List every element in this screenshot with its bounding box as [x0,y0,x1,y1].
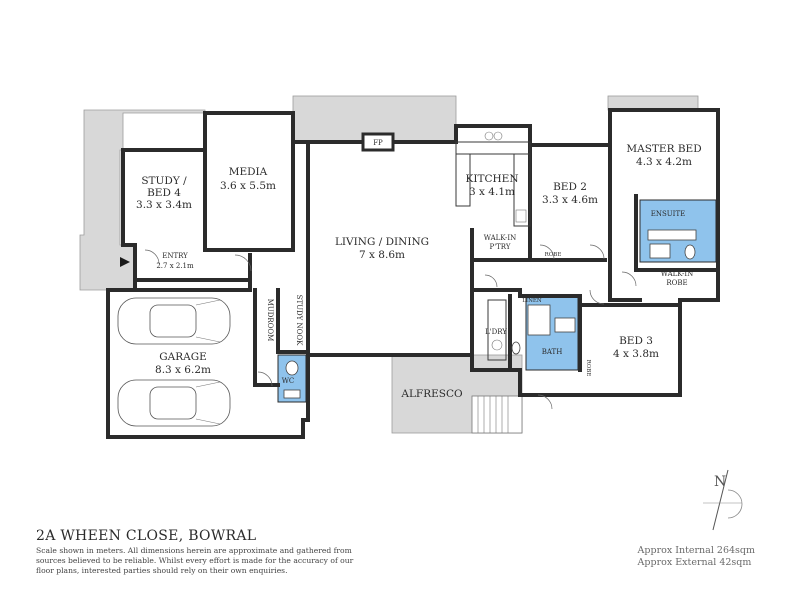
bed2-dims: 3.3 x 4.6m [542,194,598,206]
bed2-label: BED 2 [553,181,587,193]
study-nook-label: STUDY NOOK [295,295,303,346]
kitchen-benches [455,131,531,227]
car-top [117,297,231,345]
study-label: STUDY / [141,175,187,187]
external-area: Approx External 42sqm [637,557,752,568]
compass: N [703,469,743,531]
steps [471,395,523,434]
entry-arrow [120,257,130,267]
entry-label: ENTRY [162,252,188,260]
study-dims: 3.3 x 3.4m [136,199,192,211]
fp-label: FP [373,139,383,147]
garage-dims: 8.3 x 6.2m [155,364,211,376]
ensuite-label: ENSUITE [651,210,685,218]
study-label-2: BED 4 [147,187,181,199]
robe3-label: ROBE [585,360,591,377]
mudroom-label: MUDROOM [266,299,274,342]
wc-fixtures [283,360,301,399]
walkin-robe-label-2: ROBE [666,279,687,287]
kitchen-dims: 3 x 4.1m [469,186,515,198]
master-dims: 4.3 x 4.2m [636,156,692,168]
living-dims: 7 x 8.6m [359,249,405,261]
pantry-label-2: P'TRY [490,243,511,251]
media-label: MEDIA [229,166,268,178]
garage-label: GARAGE [159,351,207,363]
robe2-label: ROBE [545,252,562,258]
fireplace [361,132,395,152]
deck-east [607,95,699,111]
media-dims: 3.6 x 5.5m [220,180,276,192]
bed3-label: BED 3 [619,335,653,347]
room-labels: STUDY / BED 4 3.3 x 3.4m MEDIA 3.6 x 5.5… [136,139,702,400]
bath-label: BATH [542,348,563,356]
linen-label: LINEN [522,298,542,304]
kitchen-label: KITCHEN [465,173,518,185]
bed3-dims: 4 x 3.8m [613,348,659,360]
laundry-fixtures [487,299,507,361]
ldry-label: L'DRY [485,328,507,336]
wc-label: WC [282,377,295,385]
disclaimer: Scale shown in meters. All dimensions he… [36,546,354,575]
walkin-robe-label: WALK-IN [661,270,694,278]
internal-area: Approx Internal 264sqm [637,545,755,556]
property-address: 2A WHEEN CLOSE, BOWRAL [36,528,257,544]
ensuite-fixtures [647,229,697,260]
compass-n: N [714,474,726,490]
bath-fixtures [511,304,576,355]
alfresco-label: ALFRESCO [400,388,463,400]
pantry-label: WALK-IN [484,234,517,242]
entry-dims: 2.7 x 2.1m [156,262,194,270]
doors [144,244,637,410]
living-label: LIVING / DINING [335,236,429,248]
car-bottom [117,379,231,427]
area-summary: Approx Internal 264sqm Approx External 4… [638,545,755,569]
master-label: MASTER BED [626,143,701,155]
exterior-walls [106,108,720,439]
